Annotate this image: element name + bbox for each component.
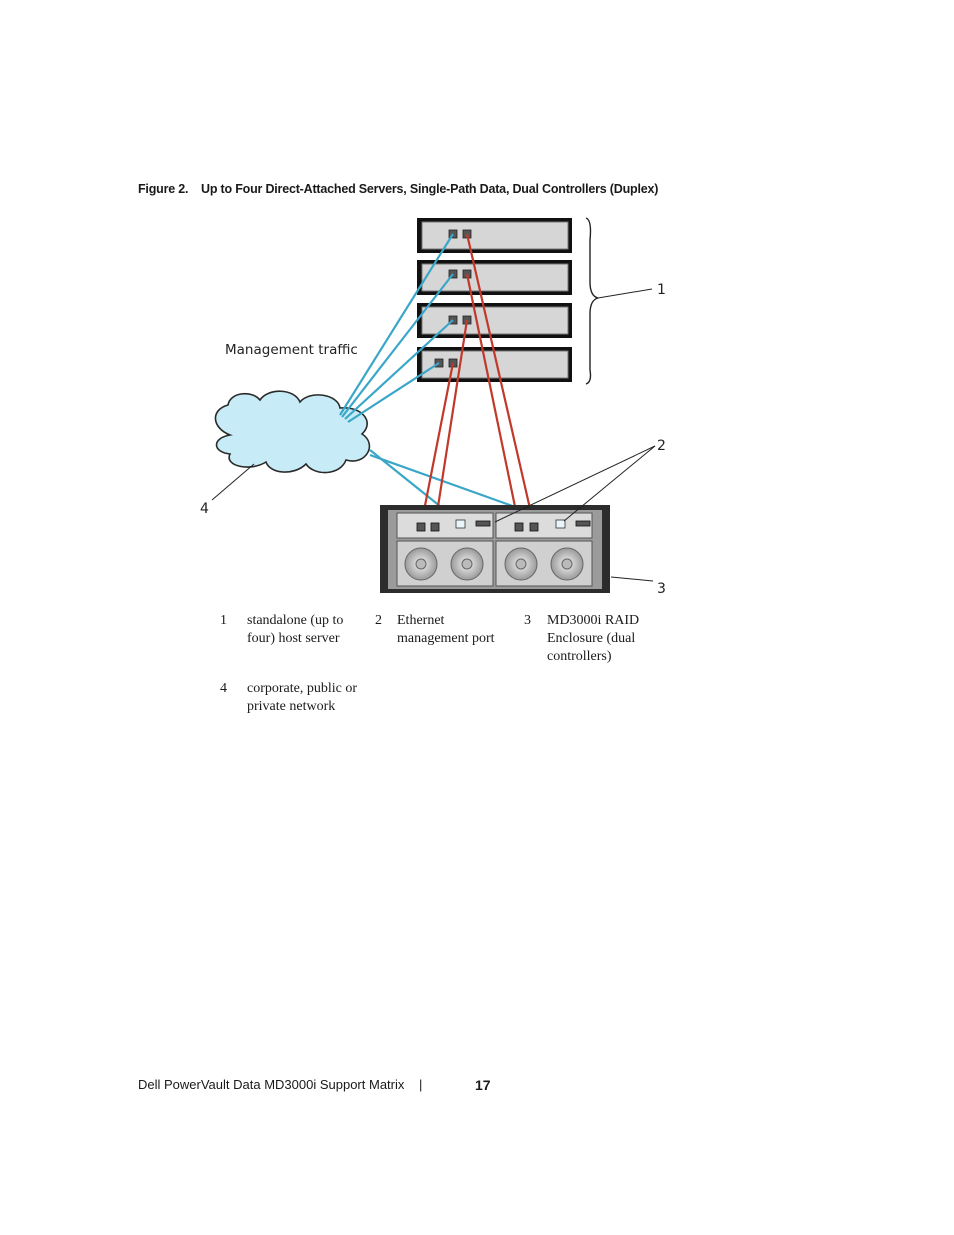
page-number: 17 (475, 1077, 491, 1093)
figure-title: Up to Four Direct-Attached Servers, Sing… (201, 182, 659, 196)
legend-item-1: 1 standalone (up to four) host server (220, 612, 360, 652)
server-brace (585, 217, 599, 385)
host-server-3 (417, 303, 572, 338)
legend-number: 1 (220, 613, 227, 628)
callout-3: 3 (657, 581, 666, 597)
legend-number: 2 (375, 613, 382, 628)
network-cloud (214, 390, 371, 474)
legend-line: four) host server (247, 631, 340, 646)
legend-line: standalone (up to (247, 613, 344, 628)
legend-line: MD3000i RAID (547, 613, 640, 628)
footer-doc-title: Dell PowerVault Data MD3000i Support Mat… (138, 1077, 405, 1092)
footer-separator: | (419, 1077, 423, 1092)
management-cables (339, 233, 561, 525)
enclosure-fans (404, 547, 584, 581)
management-traffic-label: Management traffic (225, 342, 358, 358)
legend-number: 3 (524, 613, 531, 628)
legend-item-2: 2 Ethernet management port (375, 612, 515, 652)
host-server-2 (417, 260, 572, 295)
legend-line: Enclosure (dual (547, 631, 636, 646)
legend-item-3: 3 MD3000i RAID Enclosure (dual controlle… (524, 612, 664, 670)
legend-text: MD3000i RAID Enclosure (dual controllers… (547, 612, 639, 666)
callout-2: 2 (657, 438, 666, 454)
ethernet-management-ports (455, 519, 566, 529)
data-cables (419, 233, 536, 527)
callout-4: 4 (200, 501, 209, 517)
legend-line: controllers) (547, 649, 612, 664)
legend-item-4: 4 corporate, public or private network (220, 680, 380, 720)
legend-text: standalone (up to four) host server (247, 612, 343, 648)
figure-number: Figure 2. (138, 182, 189, 196)
figure-caption: Figure 2. Up to Four Direct-Attached Serv… (138, 182, 658, 196)
callout-1: 1 (657, 282, 666, 298)
legend-number: 4 (220, 681, 227, 696)
host-server-1 (417, 218, 572, 253)
legend-line: Ethernet (397, 613, 445, 628)
page-footer: Dell PowerVault Data MD3000i Support Mat… (138, 1077, 491, 1093)
legend-line: corporate, public or (247, 681, 358, 696)
legend-line: private network (247, 699, 336, 714)
network-diagram: Management traffic 1 2 3 4 (200, 217, 666, 597)
legend-text: corporate, public or private network (247, 680, 357, 716)
callout-leaders (211, 445, 656, 582)
legend-text: Ethernet management port (397, 612, 495, 648)
raid-enclosure (380, 505, 610, 593)
legend-line: management port (397, 631, 495, 646)
